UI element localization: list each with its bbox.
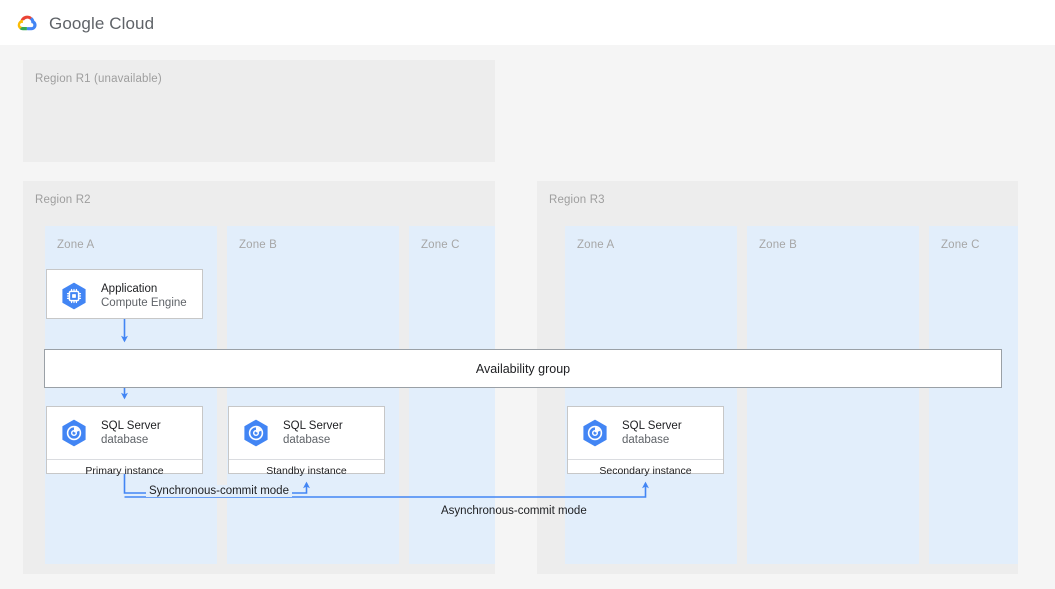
card-secondary-text: SQL Server database xyxy=(622,419,682,448)
zone-r3-b-label: Zone B xyxy=(759,239,797,251)
card-application[interactable]: Application Compute Engine xyxy=(46,269,203,319)
availability-group-bar: Availability group xyxy=(44,349,1002,388)
card-secondary-title: SQL Server xyxy=(622,419,682,432)
region-r2-label: Region R2 xyxy=(35,194,91,206)
zone-r2-c-label: Zone C xyxy=(421,239,460,251)
region-r3-label: Region R3 xyxy=(549,194,605,206)
card-standby-text: SQL Server database xyxy=(283,419,343,448)
card-application-subtitle: Compute Engine xyxy=(101,297,187,309)
compute-engine-icon xyxy=(58,280,90,312)
brand-label: Google Cloud xyxy=(49,14,155,33)
zone-r3-c-label: Zone C xyxy=(941,239,980,251)
brand: Google Cloud xyxy=(14,11,154,37)
zone-r3-a-label: Zone A xyxy=(577,239,615,251)
zone-r3-b: Zone B xyxy=(747,226,919,564)
card-application-body: Application Compute Engine xyxy=(47,270,202,322)
zone-r2-b-label: Zone B xyxy=(239,239,277,251)
card-secondary-body: SQL Server database xyxy=(568,407,723,459)
card-secondary-footer: Secondary instance xyxy=(568,459,723,481)
card-primary-text: SQL Server database xyxy=(101,419,161,448)
card-standby-footer: Standby instance xyxy=(229,459,384,481)
card-standby-body: SQL Server database xyxy=(229,407,384,459)
card-application-title: Application xyxy=(101,282,158,295)
card-primary-footer: Primary instance xyxy=(47,459,202,481)
card-standby-instance[interactable]: SQL Server database Standby instance xyxy=(228,406,385,477)
synchronous-commit-label: Synchronous-commit mode xyxy=(146,485,292,497)
card-primary-title: SQL Server xyxy=(101,419,161,432)
diagram-canvas: Region R1 (unavailable) Region R2 Zone A… xyxy=(0,45,1055,589)
zone-r2-c: Zone C xyxy=(409,226,495,564)
cloud-sql-icon xyxy=(579,417,611,449)
google-cloud-logo-icon xyxy=(14,11,40,37)
zone-r3-a: Zone A xyxy=(565,226,737,564)
card-application-text: Application Compute Engine xyxy=(101,282,187,311)
region-r1-label: Region R1 (unavailable) xyxy=(35,73,162,85)
card-primary-instance[interactable]: SQL Server database Primary instance xyxy=(46,406,203,477)
card-primary-body: SQL Server database xyxy=(47,407,202,459)
cloud-sql-icon xyxy=(240,417,272,449)
zone-r2-a-label: Zone A xyxy=(57,239,95,251)
cloud-sql-icon xyxy=(58,417,90,449)
region-r1: Region R1 (unavailable) xyxy=(23,60,495,162)
page-header: Google Cloud xyxy=(0,0,1055,45)
availability-group-label: Availability group xyxy=(475,361,571,376)
zone-r3-c: Zone C xyxy=(929,226,1018,564)
zone-r2-b: Zone B xyxy=(227,226,399,564)
card-secondary-subtitle: database xyxy=(622,434,670,446)
card-secondary-instance[interactable]: SQL Server database Secondary instance xyxy=(567,406,724,477)
card-standby-title: SQL Server xyxy=(283,419,343,432)
card-standby-subtitle: database xyxy=(283,434,331,446)
card-primary-subtitle: database xyxy=(101,434,149,446)
asynchronous-commit-label: Asynchronous-commit mode xyxy=(441,505,587,517)
